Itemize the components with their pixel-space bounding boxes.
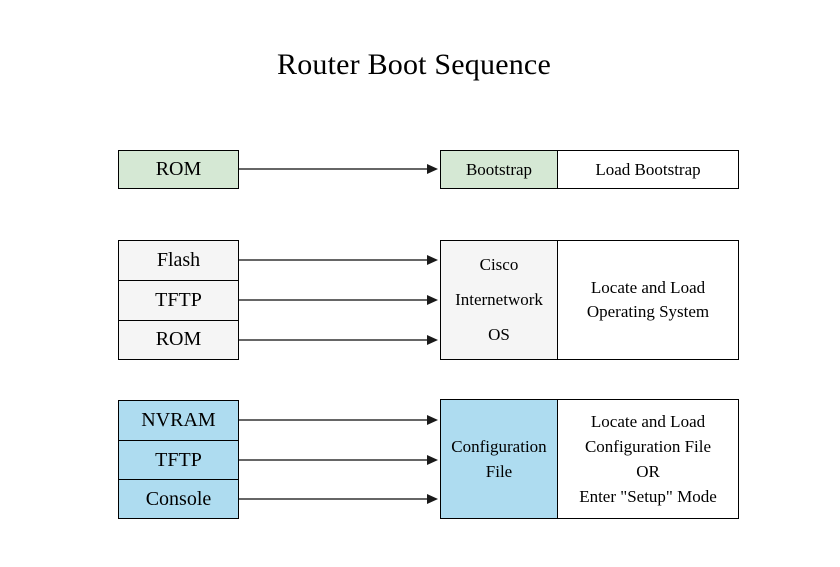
ios-source-stack: Flash TFTP ROM <box>118 240 239 360</box>
arrowhead-icon <box>427 455 438 465</box>
source-box-console: Console <box>119 479 238 518</box>
source-box-rom: ROM <box>118 150 239 189</box>
action-line: Locate and Load <box>590 278 706 297</box>
source-label-rom2: ROM <box>155 328 202 351</box>
arrowhead-icon <box>427 494 438 504</box>
arrowhead-icon <box>427 415 438 425</box>
arrow-tftp-to-ios <box>239 295 438 305</box>
source-label-flash: Flash <box>156 249 201 272</box>
source-box-nvram: NVRAM <box>119 401 238 440</box>
arrow-tftp-to-config <box>239 455 438 465</box>
config-source-stack: NVRAM TFTP Console <box>118 400 239 519</box>
diagram-title: Router Boot Sequence <box>277 48 551 81</box>
action-cell-load-config: Locate and Load Configuration File OR En… <box>558 400 738 518</box>
action-cell-load-os: Locate and Load Operating System <box>558 241 738 359</box>
source-box-flash: Flash <box>119 241 238 280</box>
source-label-tftp2: TFTP <box>155 448 202 471</box>
arrowhead-icon <box>427 164 438 174</box>
source-label-tftp: TFTP <box>155 288 202 311</box>
source-box-tftp: TFTP <box>119 280 238 319</box>
component-line: Bootstrap <box>465 159 533 179</box>
arrowhead-icon <box>427 295 438 305</box>
arrow-rom-to-bootstrap <box>239 164 438 174</box>
component-cell-ios: Cisco Internetwork OS <box>441 241 558 359</box>
action-line: Operating System <box>586 302 710 321</box>
source-box-rom2: ROM <box>119 319 238 359</box>
component-line: OS <box>488 325 510 345</box>
component-line: File <box>485 462 513 481</box>
arrow-nvram-to-config <box>239 415 438 425</box>
component-cell-bootstrap: Bootstrap <box>441 151 558 188</box>
arrowhead-icon <box>427 335 438 345</box>
action-line: Configuration File <box>584 437 712 456</box>
source-label-console: Console <box>145 487 212 510</box>
arrow-flash-to-ios <box>239 255 438 265</box>
action-line: OR <box>636 462 660 481</box>
action-line: Enter "Setup" Mode <box>579 487 717 506</box>
source-label-rom: ROM <box>155 158 202 180</box>
component-cell-config-file: Configuration File <box>441 400 558 518</box>
component-line: Internetwork <box>455 289 543 309</box>
component-line: Cisco <box>479 254 519 274</box>
source-label-nvram: NVRAM <box>141 409 216 431</box>
stage2-result-box: Cisco Internetwork OS Locate and Load Op… <box>440 240 739 360</box>
stage3-result-box: Configuration File Locate and Load Confi… <box>440 399 739 519</box>
action-line: Load Bootstrap <box>595 159 701 179</box>
action-line: Locate and Load <box>590 412 706 431</box>
arrow-rom-to-ios <box>239 335 438 345</box>
component-line: Configuration <box>451 437 547 456</box>
arrowhead-icon <box>427 255 438 265</box>
action-cell-load-bootstrap: Load Bootstrap <box>558 151 738 188</box>
source-box-tftp2: TFTP <box>119 440 238 479</box>
stage1-result-box: Bootstrap Load Bootstrap <box>440 150 739 189</box>
arrow-console-to-config <box>239 494 438 504</box>
